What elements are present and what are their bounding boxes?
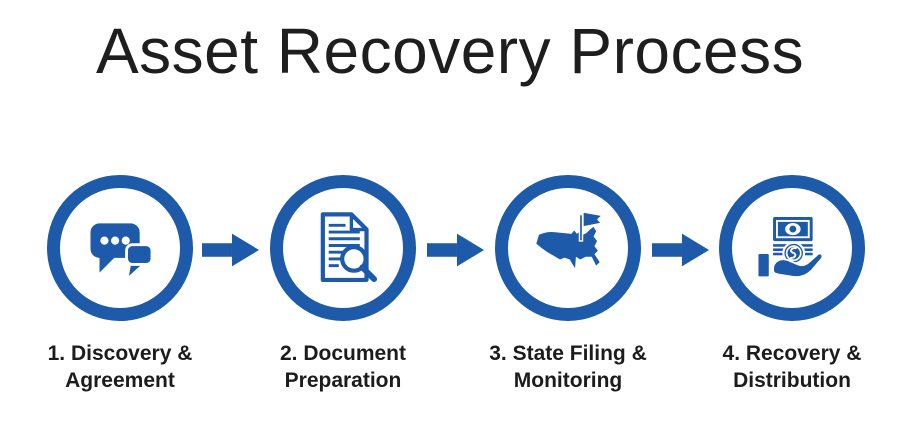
step-recovery-distribution [687, 175, 897, 321]
step-label-recovery: 4. Recovery & Distribution [722, 342, 862, 392]
chat-bubbles-icon [79, 207, 161, 289]
step-circle [270, 175, 416, 321]
step-state-filing-monitoring [463, 175, 673, 321]
page-title: Asset Recovery Process [95, 15, 805, 87]
money-hand-icon [749, 205, 835, 291]
step-circle [495, 175, 641, 321]
arrow-right-icon [202, 232, 260, 268]
step-label-state-filing: 3. State Filing & Monitoring [489, 342, 647, 392]
step-circle [47, 175, 193, 321]
step-label-document: 2. Document Preparation [279, 342, 407, 392]
us-map-flag-icon [524, 204, 612, 292]
step-discovery-agreement [15, 175, 225, 321]
arrow-right-icon [652, 232, 710, 268]
step-label-discovery: 1. Discovery & Agreement [47, 342, 193, 392]
document-search-icon [301, 206, 385, 290]
step-circle [719, 175, 865, 321]
step-document-preparation [238, 175, 448, 321]
arrow-right-icon [427, 232, 485, 268]
